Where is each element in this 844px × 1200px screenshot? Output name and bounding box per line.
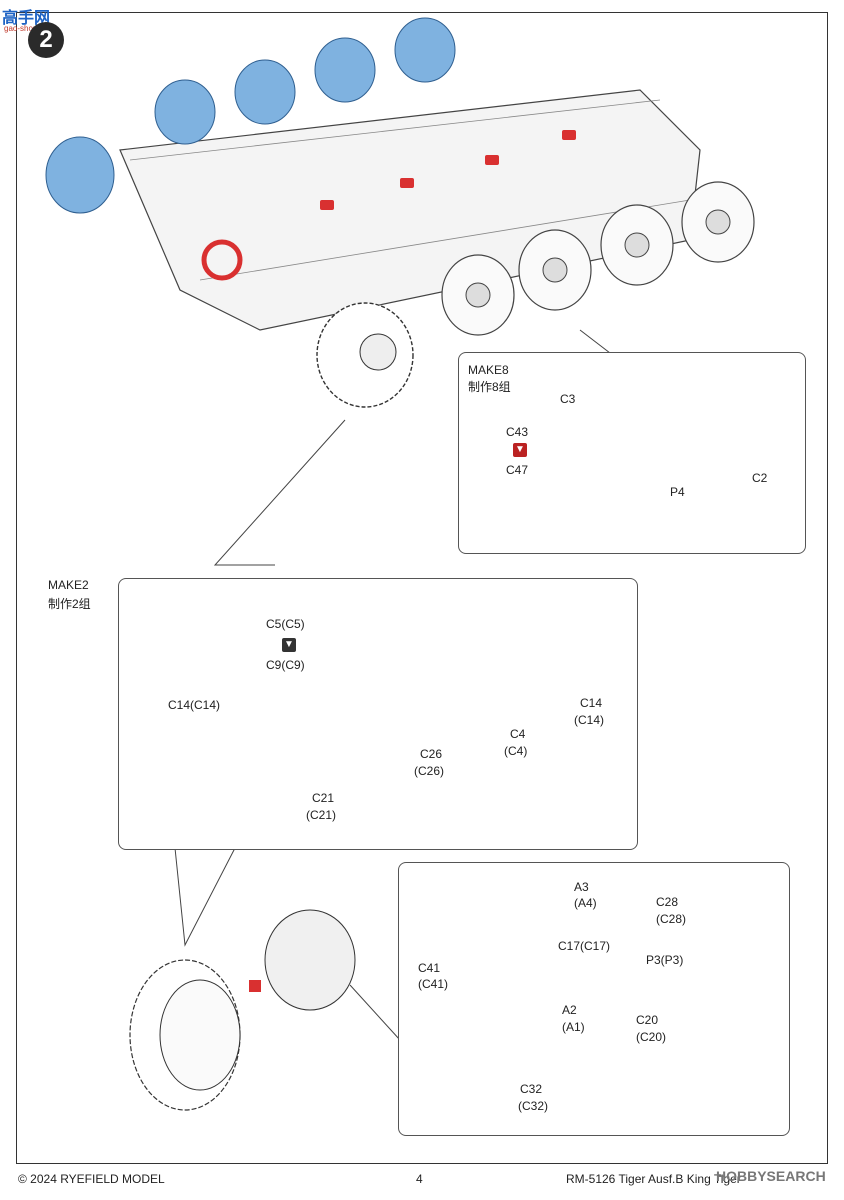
label-c21-alt: (C21) [306,808,337,822]
label-c32-alt: (C32) [518,1099,549,1113]
site-logo-sub: gao-shou.com [4,24,55,33]
red-hub-ring [201,239,243,281]
hull-panel-line [129,99,661,161]
step-number-badge: 2 [28,22,64,58]
final-sprocket-inner [159,979,241,1091]
label-c28-alt: (C28) [656,912,687,926]
footer-product: RM-5126 Tiger Ausf.B King Tiger [566,1172,741,1186]
label-c4: C4 [510,727,526,741]
label-c28: C28 [656,895,679,909]
callout-pointer-final [174,847,236,947]
footer-watermark: HOBBYSEARCH [716,1168,826,1184]
label-c3: C3 [560,392,576,406]
label-c20: C20 [636,1013,659,1027]
label-c2: C2 [752,471,768,485]
label-c41-alt: (C41) [418,977,449,991]
label-c5: C5(C5) [266,617,305,631]
label-a2-alt: (A1) [562,1020,585,1034]
label-c17: C17(C17) [558,939,611,953]
make8-subtitle: 制作8组 [468,380,511,394]
hub-box [398,862,790,1136]
label-c14-right-alt: (C14) [574,713,605,727]
label-a3-alt: (A4) [574,896,597,910]
drive-sprocket-hub [359,333,397,371]
down-arrow-icon: ▼ [513,443,527,457]
red-suspension-parts [320,130,576,210]
label-c14-right: C14 [580,696,603,710]
label-c32: C32 [520,1082,543,1096]
hull-panel-line [199,199,691,281]
footer-page-number: 4 [416,1172,423,1186]
callout-pointer-hub [349,984,401,1041]
make2-subtitle: 制作2组 [48,597,91,611]
label-c26: C26 [420,747,443,761]
label-c43: C43 [506,425,529,439]
final-red-marker [249,980,261,992]
down-arrow-icon: ▼ [282,638,296,652]
label-c41: C41 [418,961,441,975]
label-c14-left: C14(C14) [168,698,221,712]
make8-title: MAKE8 [468,363,509,377]
label-a2: A2 [562,1003,577,1017]
white-wheel-hubs [465,209,731,308]
label-a3: A3 [574,880,589,894]
label-c4-alt: (C4) [504,744,528,758]
label-c20-alt: (C20) [636,1030,667,1044]
callout-pointer-make8 [579,329,660,354]
label-c26-alt: (C26) [414,764,445,778]
label-p4: P4 [670,485,685,499]
footer-copyright: © 2024 RYEFIELD MODEL [18,1172,165,1186]
label-c9: C9(C9) [266,658,305,672]
label-p3: P3(P3) [646,953,684,967]
page-frame [16,12,828,1164]
callout-pointer-make2 [213,419,346,566]
make2-title: MAKE2 [48,578,89,592]
final-drive-housing [264,909,356,1011]
label-c47: C47 [506,463,529,477]
make2-box [118,578,638,850]
blue-road-wheels [45,17,456,214]
label-c21: C21 [312,791,335,805]
